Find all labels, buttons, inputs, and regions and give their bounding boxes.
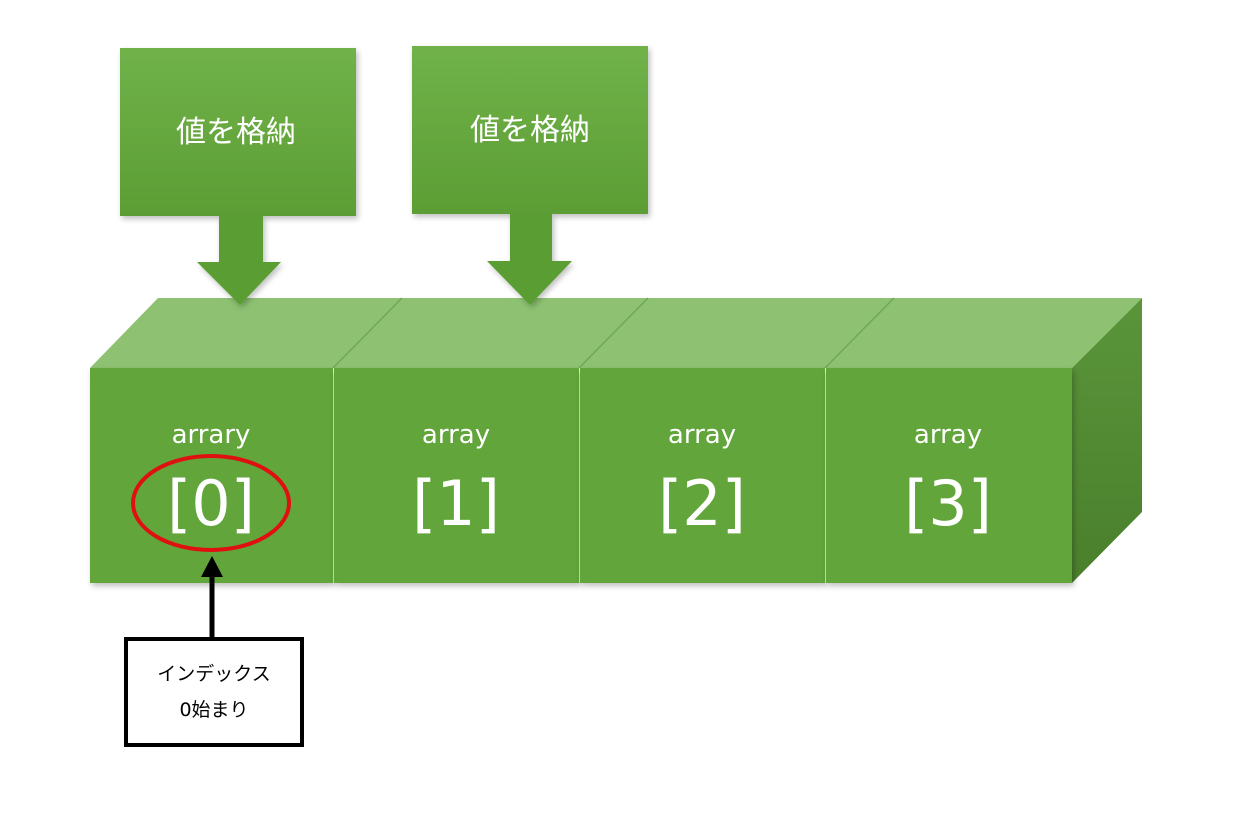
store-value-callout-2: 値を格納	[412, 46, 648, 305]
array-cell-3: array [3]	[826, 368, 1072, 583]
top-divider	[578, 297, 649, 369]
cell-label: array	[422, 420, 490, 450]
index-highlight-circle	[131, 454, 291, 552]
array-cell-0: arrary [0]	[90, 368, 333, 583]
array-cell-2: array [2]	[580, 368, 825, 583]
array-top-face	[90, 298, 1142, 368]
index-note-box: インデックス 0始まり	[124, 637, 304, 747]
cell-label: array	[668, 420, 736, 450]
note-line-1: インデックス	[157, 663, 271, 685]
array-cell-1: array [1]	[334, 368, 579, 583]
down-arrow-icon	[197, 216, 281, 305]
cell-index: [1]	[412, 467, 500, 540]
top-divider	[332, 297, 403, 369]
up-arrow-icon	[201, 556, 223, 637]
top-divider	[824, 297, 895, 369]
array-side-face	[1072, 298, 1142, 583]
cell-index: [2]	[658, 467, 746, 540]
callout-text: 値を格納	[470, 113, 590, 148]
cell-label: arrary	[172, 420, 251, 450]
cell-index: [3]	[904, 467, 992, 540]
cell-index: [0]	[167, 467, 255, 540]
cell-label: array	[914, 420, 982, 450]
note-line-2: 0始まり	[179, 699, 249, 721]
down-arrow-icon	[487, 214, 572, 305]
callout-text: 値を格納	[176, 115, 296, 150]
store-value-callout-1: 値を格納	[120, 48, 356, 305]
